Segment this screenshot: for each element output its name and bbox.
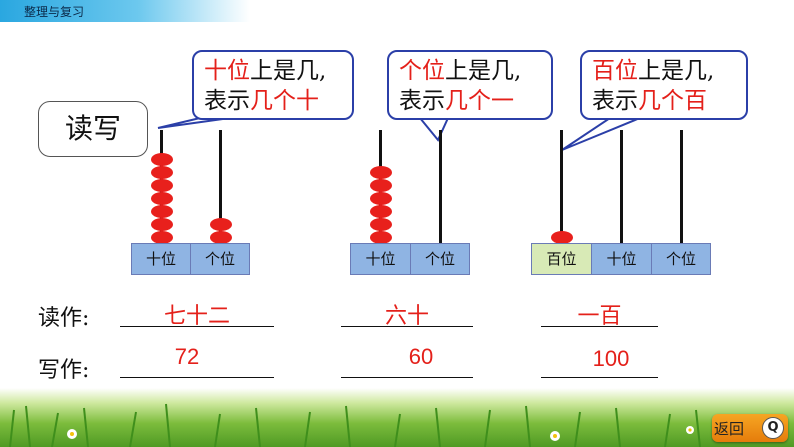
abacus3-label-tens: 十位 (591, 243, 652, 275)
abacus2-ones-rod (439, 130, 442, 243)
abacus-bead (151, 179, 173, 192)
abacus1-label-tens: 十位 (131, 243, 191, 275)
abacus3-label-hundreds: 百位 (531, 243, 592, 275)
abacus-bead (370, 192, 392, 205)
abacus-bead (151, 166, 173, 179)
read-label: 读作: (38, 306, 90, 331)
abacus-bead (151, 231, 173, 244)
return-icon[interactable]: Q (762, 417, 784, 439)
page-title: 整理与复习 (24, 5, 85, 19)
abacus-bead (210, 231, 232, 244)
read-answer-2: 六十 (384, 304, 429, 329)
abacus3-tens-rod (620, 130, 623, 243)
speech-bubble-tens: 十位上是几, 表示几个十 (192, 50, 354, 120)
abacus2-label-tens: 十位 (350, 243, 411, 275)
abacus1-ones-beads (209, 148, 233, 244)
abacus1-tens-beads (150, 148, 174, 244)
write-answer-1: 72 (174, 344, 200, 369)
abacus-bead (370, 218, 392, 231)
write-label: 写作: (38, 358, 90, 383)
grass-blades (9, 403, 701, 447)
abacus-bead (151, 218, 173, 231)
write-answer-2: 60 (408, 344, 434, 369)
abacus3-label-ones: 个位 (651, 243, 711, 275)
read-line-3 (541, 326, 658, 327)
write-line-3 (541, 377, 658, 378)
abacus1-ones-rod (219, 130, 222, 243)
abacus-bead (151, 192, 173, 205)
abacus-bead (210, 218, 232, 231)
abacus-bead (551, 231, 573, 244)
read-answer-3: 一百 (577, 304, 622, 329)
speech-bubble-hundreds: 百位上是几, 表示几个百 (580, 50, 748, 120)
read-answer-1: 七十二 (163, 304, 230, 329)
abacus3-hundreds-rod (560, 130, 563, 243)
write-line-1 (120, 377, 274, 378)
read-line-1 (120, 326, 274, 327)
abacus1-label-ones: 个位 (190, 243, 250, 275)
write-line-2 (341, 377, 473, 378)
abacus3-hundreds-beads (550, 148, 574, 244)
abacus-bead (151, 153, 173, 166)
write-answer-3: 100 (592, 346, 630, 371)
abacus-bead (370, 179, 392, 192)
abacus3-tens-beads (610, 148, 634, 244)
abacus-bead (151, 205, 173, 218)
read-line-2 (341, 326, 473, 327)
abacus2-label-ones: 个位 (410, 243, 470, 275)
abacus-bead (370, 205, 392, 218)
read-write-box: 读写 (38, 101, 148, 157)
abacus-bead (370, 166, 392, 179)
abacus3-ones-rod (680, 130, 683, 243)
abacus2-ones-beads (429, 148, 453, 244)
speech-bubble-ones: 个位上是几, 表示几个一 (387, 50, 553, 120)
back-button-label[interactable]: 返回 (714, 420, 745, 438)
header-bar (0, 0, 250, 22)
abacus3-ones-beads (670, 148, 694, 244)
abacus-bead (370, 231, 392, 244)
abacus2-tens-beads (369, 148, 393, 244)
